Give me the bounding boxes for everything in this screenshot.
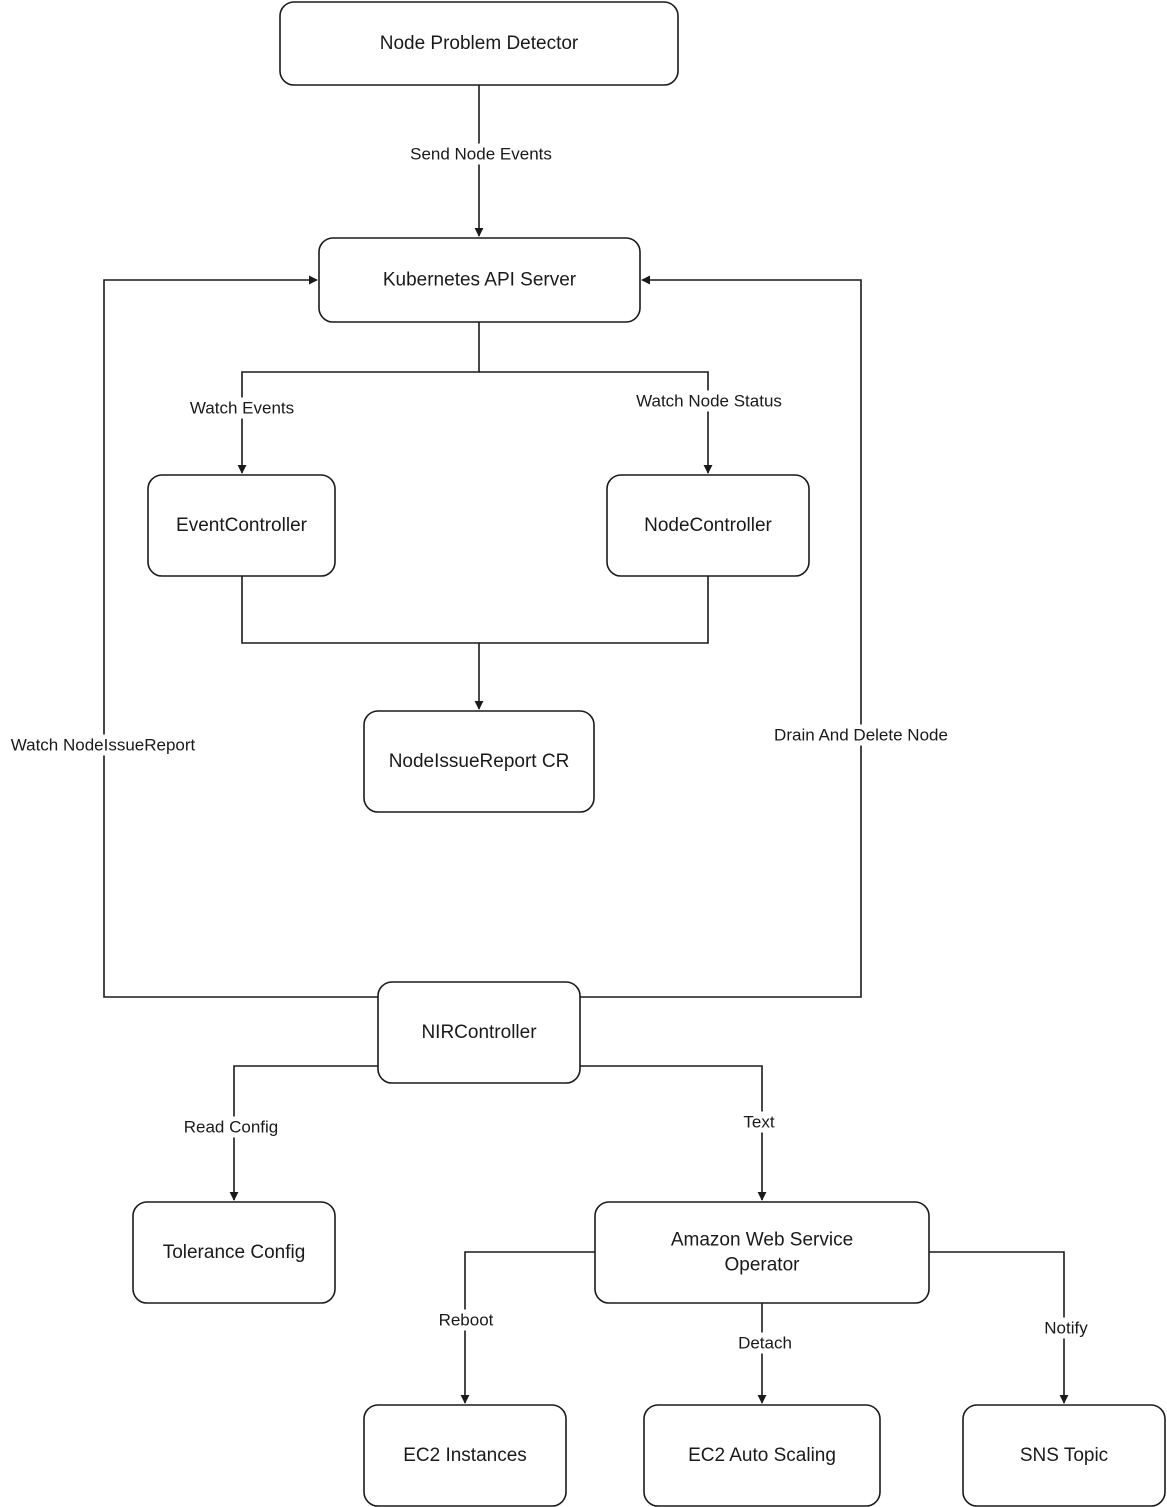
edge-label-text: Watch NodeIssueReport bbox=[11, 736, 196, 755]
edge-label-background bbox=[1041, 1317, 1092, 1339]
edge-watch-events bbox=[237, 322, 480, 474]
edge-label-notify: Notify bbox=[1041, 1317, 1092, 1339]
node-tol: Tolerance Config bbox=[132, 1201, 336, 1304]
node-label: EC2 Instances bbox=[403, 1445, 527, 1466]
node-ndc: NodeController bbox=[606, 474, 810, 577]
node-box bbox=[643, 1404, 881, 1507]
edge-label-reboot: Reboot bbox=[435, 1309, 497, 1331]
node-box bbox=[363, 1404, 567, 1507]
node-label: EventController bbox=[176, 515, 308, 536]
node-asg: EC2 Auto Scaling bbox=[643, 1404, 881, 1507]
edge-label-text: Drain And Delete Node bbox=[774, 726, 948, 745]
node-box bbox=[147, 474, 336, 577]
node-evc: EventController bbox=[147, 474, 336, 577]
edge-label-text: Detach bbox=[738, 1334, 792, 1353]
node-box bbox=[962, 1404, 1166, 1507]
edge-ndc-to-nir bbox=[479, 576, 709, 644]
edge-notify bbox=[929, 1251, 1069, 1404]
edge-watch-nodeissuereport bbox=[103, 275, 378, 998]
edge-label-background bbox=[180, 1116, 282, 1138]
edge-label-background bbox=[7, 734, 199, 756]
edge-label-text: Send Node Events bbox=[410, 145, 552, 164]
node-label: Tolerance Config bbox=[163, 1242, 306, 1263]
edge-label-background bbox=[771, 724, 951, 746]
edge-label-text: Watch Node Status bbox=[636, 392, 782, 411]
edge-label-background bbox=[633, 390, 785, 412]
node-label: Operator bbox=[725, 1255, 801, 1276]
node-box bbox=[594, 1201, 930, 1304]
node-label: Node Problem Detector bbox=[380, 33, 579, 54]
node-nir_cr: NodeIssueReport CR bbox=[363, 710, 595, 813]
edge-label-background bbox=[740, 1111, 778, 1133]
node-sns: SNS Topic bbox=[962, 1404, 1166, 1507]
edge-label-read-config: Read Config bbox=[180, 1116, 282, 1138]
edge-text bbox=[580, 1065, 767, 1201]
edge-label-text: Watch Events bbox=[190, 399, 294, 418]
edge-label-send-node-events: Send Node Events bbox=[407, 143, 555, 165]
node-label: Kubernetes API Server bbox=[383, 270, 577, 291]
edge-label-detach: Detach bbox=[735, 1332, 795, 1354]
node-label: SNS Topic bbox=[1020, 1445, 1108, 1466]
edge-label-text: Reboot bbox=[439, 1311, 494, 1330]
edge-label-text: Read Config bbox=[184, 1118, 279, 1137]
node-label: NodeIssueReport CR bbox=[389, 751, 570, 772]
edge-label-background bbox=[407, 143, 555, 165]
edge-label-text: Text bbox=[743, 1113, 774, 1132]
node-label: EC2 Auto Scaling bbox=[688, 1445, 836, 1466]
node-box bbox=[279, 1, 679, 86]
edge-label-background bbox=[735, 1332, 795, 1354]
node-nirc: NIRController bbox=[377, 981, 581, 1084]
node-box bbox=[363, 710, 595, 813]
edge-label-drain-and-delete-node: Drain And Delete Node bbox=[771, 724, 951, 746]
edge-label-watch-events: Watch Events bbox=[186, 397, 298, 419]
node-label: NIRController bbox=[421, 1022, 537, 1043]
edge-label-background bbox=[186, 397, 298, 419]
edge-label-watch-node-status: Watch Node Status bbox=[633, 390, 785, 412]
edge-label-text: Notify bbox=[1044, 1319, 1088, 1338]
edge-read-config bbox=[229, 1065, 378, 1201]
edge-label-watch-nodeissuereport: Watch NodeIssueReport bbox=[7, 734, 199, 756]
edge-label-background bbox=[435, 1309, 497, 1331]
node-ec2: EC2 Instances bbox=[363, 1404, 567, 1507]
node-label: NodeController bbox=[644, 515, 772, 536]
node-npd: Node Problem Detector bbox=[279, 1, 679, 86]
node-label: Amazon Web Service bbox=[671, 1230, 853, 1251]
edge-evc-to-nir bbox=[241, 576, 484, 710]
edge-label-text: Text bbox=[740, 1111, 778, 1133]
node-box bbox=[606, 474, 810, 577]
node-box bbox=[132, 1201, 336, 1304]
edge-reboot bbox=[460, 1251, 595, 1404]
node-api: Kubernetes API Server bbox=[318, 237, 641, 323]
edge-drain-and-delete-node bbox=[580, 275, 862, 998]
node-box bbox=[377, 981, 581, 1084]
node-box bbox=[318, 237, 641, 323]
edge-watch-node-status bbox=[479, 371, 713, 474]
